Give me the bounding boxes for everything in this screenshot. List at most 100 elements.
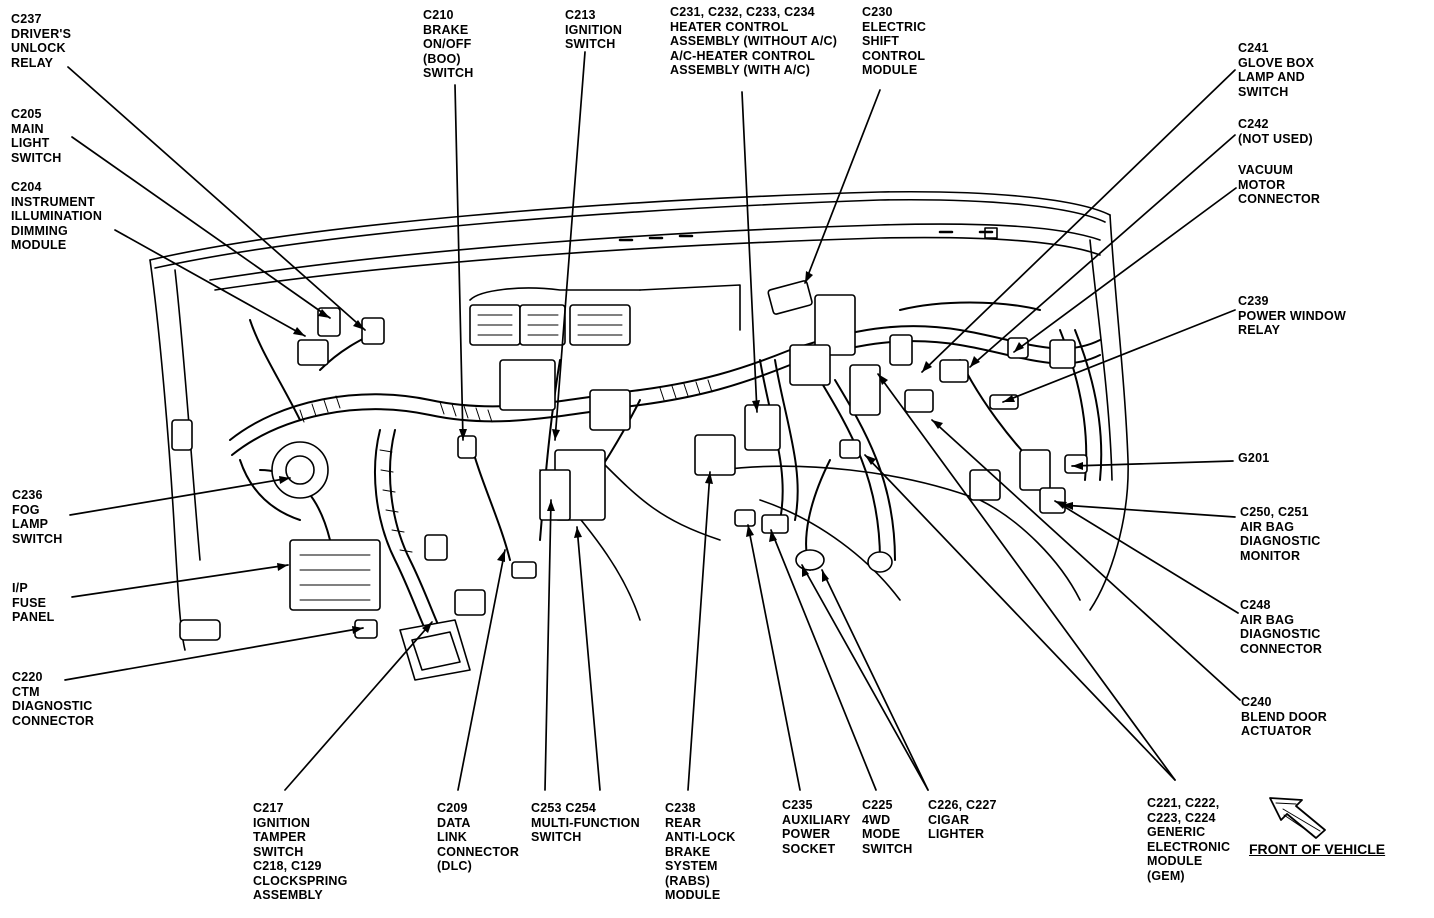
callout-label-line: C217	[253, 801, 284, 815]
callout-label-line: AIR BAG	[1240, 519, 1295, 534]
callout-label-line: MODE	[862, 827, 901, 841]
callout-label-line: (BOO)	[423, 51, 461, 66]
callout-label-line: C209	[437, 801, 468, 815]
callout-label-line: IGNITION	[253, 815, 311, 830]
callout-label-line: 4WD	[862, 812, 891, 827]
callout-label-line: FUSE	[12, 595, 47, 610]
callout-label-line: (DLC)	[437, 859, 473, 873]
leader-lines	[64, 51, 1241, 791]
callout-label-line: MULTI-FUNCTION	[531, 815, 640, 830]
callout-label-line: SOCKET	[782, 841, 836, 856]
callout-label-line: C250, C251	[1240, 505, 1309, 519]
callout-label-line: SWITCH	[253, 844, 304, 859]
callout-label-line: C204	[11, 180, 42, 194]
callout-label-line: REAR	[665, 815, 702, 830]
callout-label-line: MOTOR	[1238, 177, 1286, 192]
callout-label-g201: G201	[1238, 451, 1269, 466]
callout-label-line: C241	[1238, 41, 1269, 55]
callout-label-line: UNLOCK	[11, 41, 66, 55]
callout-label-line: DRIVER'S	[11, 26, 72, 41]
callout-label-line: MODULE	[862, 63, 918, 77]
callout-label-line: INSTRUMENT	[11, 194, 95, 209]
callout-label-line: CONNECTOR	[12, 713, 95, 728]
callout-label-line: C210	[423, 8, 454, 22]
callout-label-line: FOG	[12, 502, 40, 517]
callout-label-line: LAMP AND	[1238, 70, 1305, 84]
callout-label-line: IGNITION	[565, 22, 623, 37]
callout-label-line: MODULE	[665, 888, 721, 902]
callout-label-line: CONNECTOR	[1240, 641, 1323, 656]
callout-label-line: POWER WINDOW	[1238, 308, 1346, 323]
callout-label-line: CLOCKSPRING	[253, 873, 348, 888]
callout-label-line: A/C-HEATER CONTROL	[670, 48, 816, 63]
callout-label-line: ACTUATOR	[1241, 724, 1312, 738]
callout-label-line: ASSEMBLY	[253, 888, 323, 902]
callout-label-line: LIGHTER	[928, 827, 985, 841]
callout-label-line: C221, C222,	[1147, 796, 1220, 810]
callout-label-line: C230	[862, 5, 893, 19]
callout-label-line: ILLUMINATION	[11, 209, 103, 223]
callout-label-line: (NOT USED)	[1238, 131, 1313, 146]
callout-label-line: I/P	[12, 581, 28, 595]
callout-label-line: SWITCH	[1238, 84, 1289, 99]
callout-label-line: C253 C254	[531, 801, 597, 815]
callout-label-line: CONNECTOR	[437, 844, 520, 859]
callout-label-line: BRAKE	[423, 22, 469, 37]
callout-label-line: C238	[665, 801, 696, 815]
callout-label-line: SWITCH	[862, 841, 913, 856]
callout-label-line: GENERIC	[1147, 825, 1206, 839]
callout-label-line: (RABS)	[665, 873, 710, 888]
callout-label-line: SHIFT	[862, 34, 900, 48]
callout-label-line: GLOVE BOX	[1238, 55, 1315, 70]
harness-texture	[299, 379, 713, 553]
callout-label-line: CONNECTOR	[1238, 192, 1321, 206]
callout-label-line: ANTI-LOCK	[665, 830, 736, 844]
callout-label-line: HEATER CONTROL	[670, 19, 789, 34]
callout-label-line: AUXILIARY	[782, 812, 851, 827]
callout-label-line: C218, C129	[253, 859, 322, 873]
callout-label-line: LIGHT	[11, 136, 50, 150]
callout-label-c242: C242(NOT USED)	[1238, 117, 1313, 146]
callout-label-line: ELECTRONIC	[1147, 839, 1231, 854]
callout-label-line: CONTROL	[862, 48, 926, 63]
callout-label-line: C226, C227	[928, 798, 997, 812]
callout-label-line: C213	[565, 8, 596, 22]
callout-label-line: PANEL	[12, 610, 55, 624]
callout-label-line: CTM	[12, 684, 40, 699]
callout-label-line: MAIN	[11, 121, 44, 136]
callout-label-line: LINK	[437, 830, 467, 844]
callout-label-line: LAMP	[12, 517, 49, 531]
callout-label-line: ASSEMBLY (WITH A/C)	[670, 63, 811, 77]
callout-label-line: C248	[1240, 598, 1271, 612]
callout-label-line: SWITCH	[12, 531, 63, 546]
callout-label-line: SWITCH	[423, 66, 474, 80]
callout-label-line: BRAKE	[665, 844, 711, 859]
callout-label-line: VACUUM	[1238, 163, 1294, 177]
front-of-vehicle-label: FRONT OF VEHICLE	[1249, 841, 1386, 857]
callout-label-line: ASSEMBLY (WITHOUT A/C)	[670, 34, 838, 48]
callout-label-line: MODULE	[11, 238, 67, 252]
callout-label-line: MONITOR	[1240, 548, 1301, 563]
callout-label-line: C242	[1238, 117, 1269, 131]
callout-label-line: TAMPER	[253, 830, 307, 844]
